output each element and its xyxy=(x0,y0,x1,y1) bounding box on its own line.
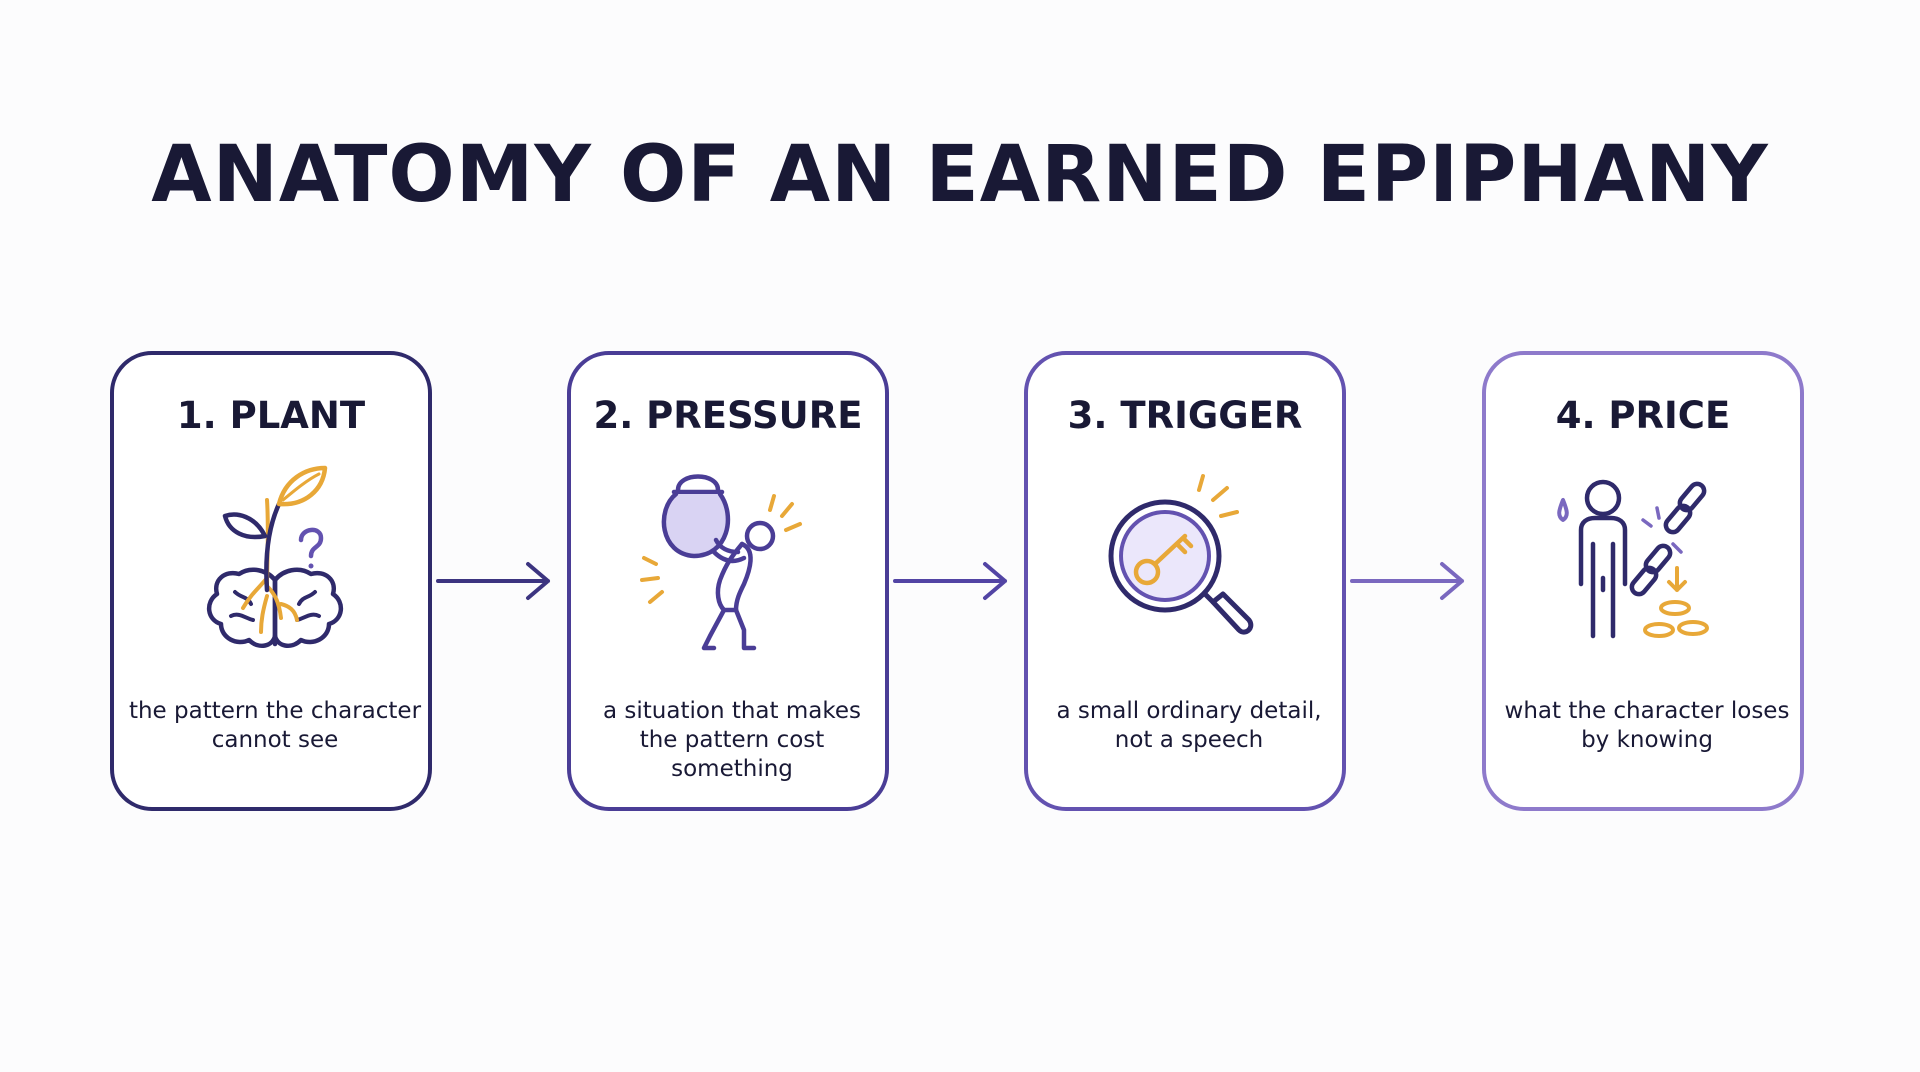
page-title: ANATOMY OF AN EARNED EPIPHANY xyxy=(151,130,1769,220)
arrow-right-icon xyxy=(436,562,550,600)
magnifying-glass-with-key-icon xyxy=(1108,474,1254,635)
step-description: a small ordinary detail, not a speech xyxy=(1056,698,1322,753)
step-title: 4. PRICE xyxy=(1555,394,1731,437)
step-card-trigger: 3. TRIGGER a small ordinary detail, not … xyxy=(1024,351,1346,811)
person-with-broken-chain-and-coins-icon xyxy=(1557,479,1709,639)
arrow-right-icon xyxy=(893,562,1007,600)
step-title: 3. TRIGGER xyxy=(1067,394,1303,437)
step-card-price: 4. PRICE what the character loses by kno… xyxy=(1482,351,1804,811)
step-description: a situation that makes the pattern cost … xyxy=(603,698,861,782)
step-title: 1. PLANT xyxy=(176,394,366,437)
step-description: what the character loses by knowing xyxy=(1504,698,1790,753)
step-description: the pattern the character cannot see xyxy=(128,698,422,753)
step-card-plant: 1. PLANT the pattern the character canno… xyxy=(110,351,432,811)
brain-with-sprouting-plant-icon xyxy=(207,465,343,649)
arrow-right-icon xyxy=(1350,562,1464,600)
person-carrying-heavy-weight-icon xyxy=(640,474,802,651)
step-title: 2. PRESSURE xyxy=(593,394,863,437)
step-card-pressure: 2. PRESSURE a situation that makes the p… xyxy=(567,351,889,811)
